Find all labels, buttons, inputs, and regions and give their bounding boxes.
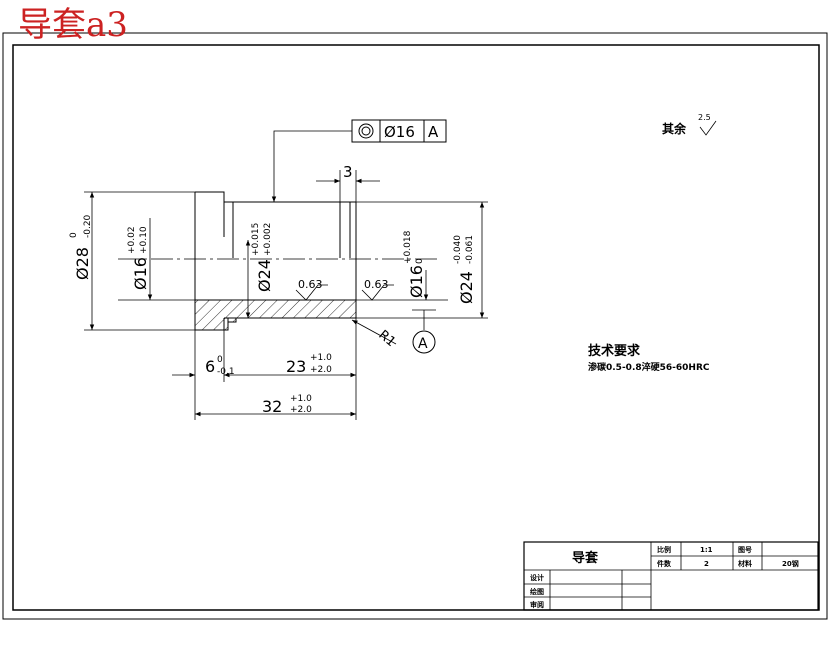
section-hatch — [194, 299, 357, 331]
dim-6: 6 — [205, 357, 215, 376]
inner-frame — [12, 44, 820, 611]
radius-label: R1 — [375, 328, 398, 351]
dim-32-up: +1.0 — [290, 394, 312, 404]
surface-note-label: 其余 — [662, 122, 687, 136]
dimension-lines — [84, 130, 488, 420]
dim-6-lo: -0.1 — [217, 367, 235, 377]
dim-d24-mid-lo: +0.002 — [263, 223, 273, 256]
outer-border — [2, 32, 828, 620]
dim-6-up: 0 — [217, 355, 223, 365]
page-title: 导套a3 — [18, 5, 128, 45]
dim-d16-right-up: +0.018 — [403, 230, 413, 264]
roughness-symbol-1 — [295, 284, 328, 301]
roughness-symbol-rest — [699, 120, 717, 136]
tb-draw-label: 绘图 — [530, 587, 544, 596]
tech-requirements-title: 技术要求 — [588, 344, 641, 359]
dim-rough-1: 0.63 — [298, 278, 323, 291]
dim-d24-right-up: -0.040 — [453, 235, 463, 264]
dim-32: 32 — [262, 397, 282, 416]
dim-23-lo: +2.0 — [310, 365, 332, 375]
dim-d24-mid: Ø24 — [255, 259, 274, 292]
dim-d24-mid-up: +0.015 — [251, 223, 261, 256]
tb-material-value: 20钢 — [782, 559, 799, 568]
gdt-frame — [351, 119, 447, 143]
dim-d28-lo: -0.20 — [83, 214, 93, 238]
dim-d16-left-up: +0.02 — [127, 226, 137, 254]
dim-d16-left: Ø16 — [131, 257, 150, 290]
title-block — [523, 541, 819, 611]
dim-d24-right: Ø24 — [457, 271, 476, 304]
dim-d28: Ø28 — [73, 247, 92, 280]
tb-part-name: 导套 — [572, 550, 599, 566]
dim-3: 3 — [343, 163, 353, 181]
dim-32-lo: +2.0 — [290, 405, 312, 415]
tb-ratio-label: 比例 — [657, 545, 671, 554]
datum-circle — [412, 330, 436, 354]
tb-design-label: 设计 — [530, 573, 544, 582]
dim-d16-right-lo: 0 — [415, 258, 425, 264]
tb-qty-value: 2 — [704, 560, 709, 568]
gdt-tolerance: Ø16 — [384, 123, 415, 141]
dim-23: 23 — [286, 357, 306, 376]
datum-label: A — [418, 336, 428, 352]
tech-requirements-text: 渗碳0.5-0.8淬硬56-60HRC — [588, 363, 710, 373]
dim-d16-right: Ø16 — [407, 265, 426, 298]
dim-23-up: +1.0 — [310, 353, 332, 363]
tb-qty-label: 件数 — [657, 559, 672, 568]
tb-material-label: 材料 — [737, 559, 752, 568]
tb-ratio-value: 1:1 — [700, 546, 713, 554]
dim-d24-right-lo: -0.061 — [465, 235, 475, 264]
dim-rough-2: 0.63 — [364, 278, 389, 291]
roughness-symbol-2 — [361, 284, 394, 301]
dim-d16-left-lo: +0.10 — [139, 226, 149, 254]
surface-note-value: 2.5 — [698, 113, 711, 122]
tb-review-label: 审阅 — [530, 600, 544, 609]
tb-drawing-no-label: 图号 — [738, 545, 752, 554]
dim-d28-up: 0 — [69, 232, 79, 238]
gdt-datum: A — [428, 123, 439, 141]
